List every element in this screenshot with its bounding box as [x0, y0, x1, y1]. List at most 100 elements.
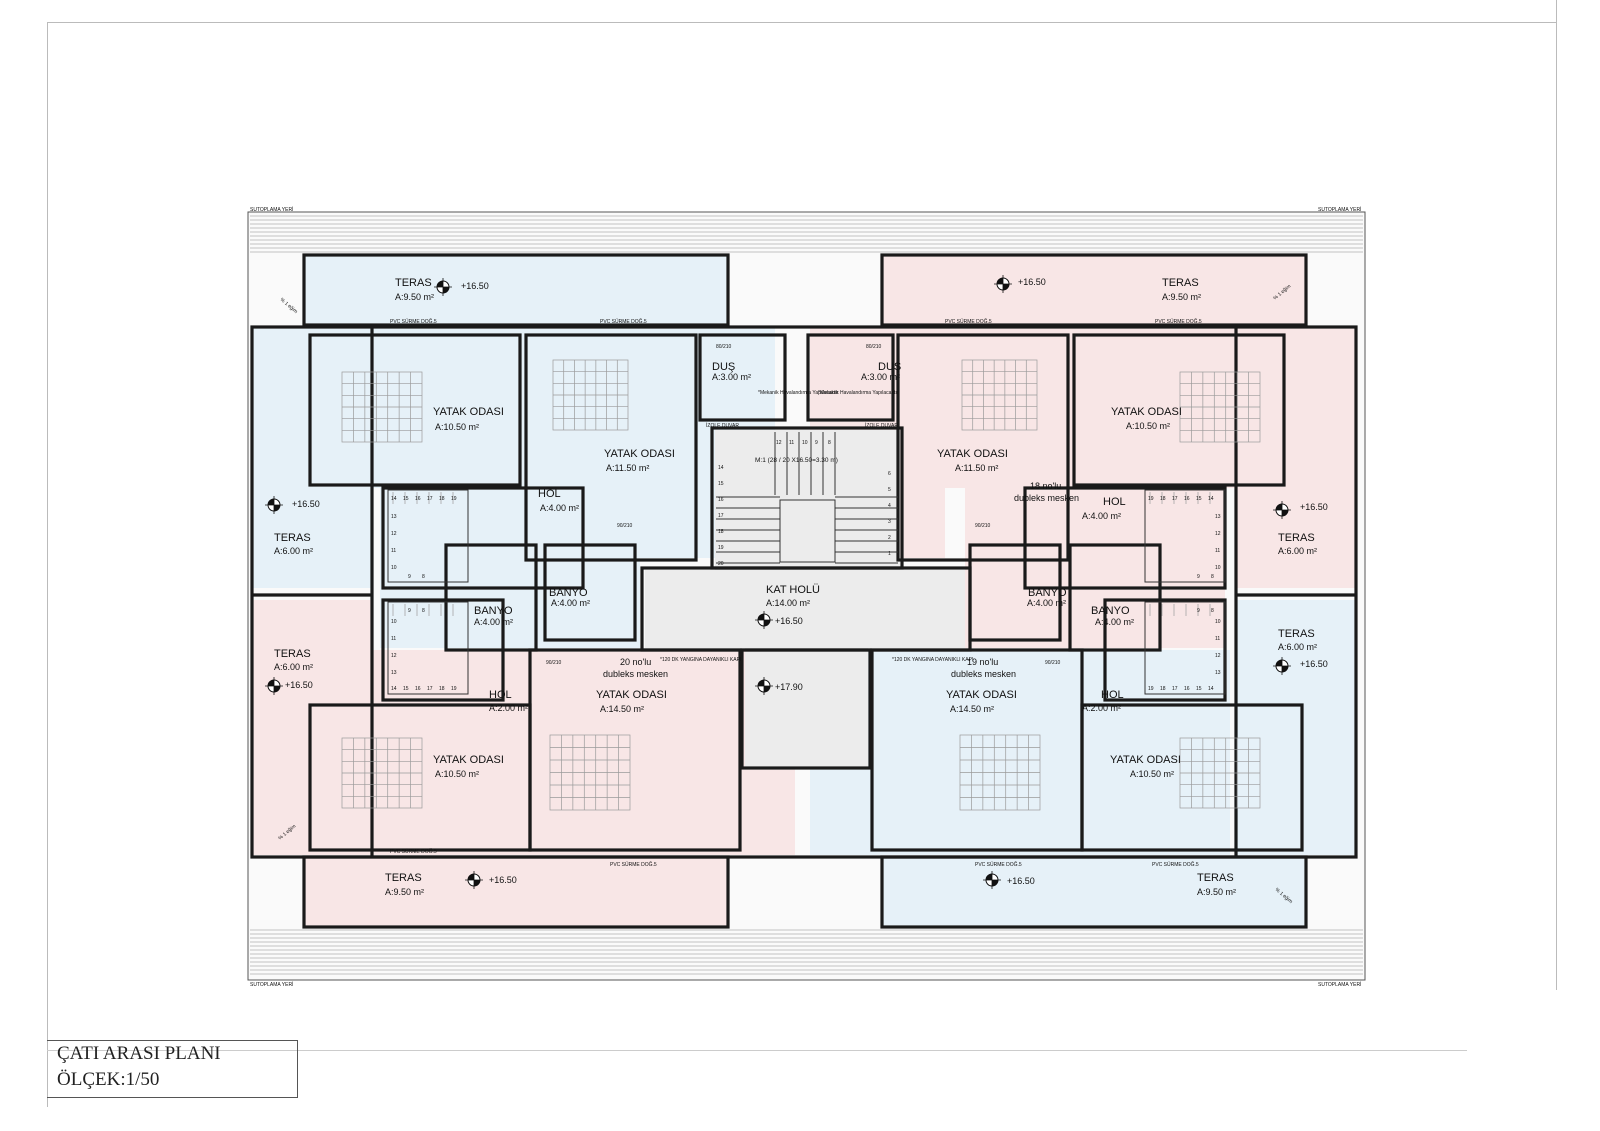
- stair-number-right: 6: [888, 471, 891, 477]
- wall-banyo-l2: [543, 543, 637, 642]
- zone-teras-tr: [883, 256, 1305, 324]
- sheet-border-top: [47, 22, 1557, 23]
- label-teras-ml-elev: +16.50: [292, 499, 320, 509]
- label-teras-mr2-name: TERAS: [1278, 628, 1315, 640]
- unit-stair-number: 13: [1215, 670, 1221, 676]
- collection-label-br: SUTOPLAMA YERİ: [1318, 981, 1361, 988]
- unit-stair-number: 12: [1215, 531, 1221, 537]
- label-yatak-tr-area: A:10.50 m²: [1126, 421, 1170, 431]
- stair-number-left: 19: [718, 545, 724, 551]
- window-bl2: PVC SÜRME DOĞ.5: [610, 861, 657, 868]
- unit-stair-number: 18: [1160, 496, 1166, 502]
- unit-stair-number: 11: [1215, 636, 1220, 642]
- stair-number-left: 14: [718, 465, 724, 471]
- label-dus-l-name: DUŞ: [712, 361, 735, 373]
- label-hol-bl-name: HOL: [489, 689, 512, 701]
- window-tr: PVC SÜRME DOĞ.5: [1155, 318, 1202, 325]
- title-block: ÇATI ARASI PLANI ÖLÇEK:1/50: [47, 1040, 298, 1098]
- label-dus-r-name: DUŞ: [878, 361, 901, 373]
- fire-door-l: *120 DK YANGINA DAYANIKLI KAPI: [660, 657, 741, 663]
- label-yatak-br2-area: A:14.50 m²: [950, 704, 994, 714]
- wall-stair-l: [381, 486, 585, 590]
- label-hol-tr-area: A:4.00 m²: [1082, 511, 1121, 521]
- stair-number-right: 4: [888, 503, 891, 509]
- window-br: PVC SÜRME DOĞ.5: [1152, 861, 1199, 868]
- label-dus-r-area: A:3.00 m²: [861, 372, 900, 382]
- unit-stair-number: 9: [1197, 574, 1200, 580]
- label-yatak-bl2-name: YATAK ODASI: [596, 689, 667, 701]
- unit-stair-number: 17: [1172, 686, 1178, 692]
- window-tl2: PVC SÜRME DOĞ.5: [600, 318, 647, 325]
- label-hol-bl-area: A:2.00 m²: [489, 703, 528, 713]
- walls: [250, 253, 1358, 929]
- sheet-divider: [47, 1050, 1467, 1051]
- label-banyo-r1-name: BANYO: [1028, 587, 1067, 599]
- level-marker-fill: [268, 499, 280, 511]
- label-hol-br-area: A:2.00 m²: [1082, 703, 1121, 713]
- unit-stair-number: 9: [408, 608, 411, 614]
- door-bed-bl2: 90/210: [546, 660, 562, 666]
- unit-stair-number: 16: [1184, 686, 1190, 692]
- unit-stair-number: 8: [1211, 608, 1214, 614]
- stair-number-top: 9: [815, 440, 818, 446]
- zone-blue-bed-top: [305, 328, 695, 488]
- unit-stair-number: 17: [427, 686, 433, 692]
- label-yatak-tl2-area: A:11.50 m²: [606, 463, 649, 473]
- label-yatak-br-name: YATAK ODASI: [1110, 754, 1181, 766]
- label-teras-tl-area: A:9.50 m²: [395, 292, 434, 302]
- label-banyo-r2-area: A:4.00 m²: [1095, 617, 1134, 627]
- unit-stair-number: 11: [391, 548, 396, 554]
- stair-number-top: 11: [789, 440, 794, 446]
- label-teras-mr2-elev: +16.50: [1300, 659, 1328, 669]
- wall-dus-l: [698, 333, 787, 422]
- label-teras-tr-area: A:9.50 m²: [1162, 292, 1201, 302]
- unit-stair-outline: [387, 489, 469, 583]
- door-dus-l: 80/210: [716, 344, 732, 350]
- stair-number-top: 10: [802, 440, 808, 446]
- collection-label-tl: SUTOPLAMA YERİ: [250, 206, 293, 213]
- window-tl: PVC SÜRME DOĞ.5: [390, 318, 437, 325]
- wall-shaft: [740, 648, 872, 770]
- label-yatak-bl-area: A:10.50 m²: [435, 769, 479, 779]
- label-teras-mr-area: A:6.00 m²: [1278, 546, 1317, 556]
- unit-stair-number: 12: [391, 653, 397, 659]
- label-dus-l-area: A:3.00 m²: [712, 372, 751, 382]
- label-shaft-elev: +17.90: [775, 682, 803, 692]
- label-hol-br-name: HOL: [1101, 689, 1124, 701]
- label-yatak-tl-area: A:10.50 m²: [435, 422, 479, 432]
- wall-bed-tl: [308, 333, 522, 487]
- window-br2: PVC SÜRME DOĞ.5: [975, 861, 1022, 868]
- label-teras-bl-name: TERAS: [385, 872, 422, 884]
- sheet-border-right: [1556, 0, 1557, 990]
- level-marker-fill: [468, 874, 480, 886]
- level-markers: [265, 275, 1291, 889]
- door-dus-r: 80/210: [866, 344, 882, 350]
- zone-blue-bed-bottom: [810, 650, 1230, 855]
- wall-bed-tl2: [524, 333, 698, 562]
- unit-stair-number: 11: [1215, 548, 1220, 554]
- unit-stair-outline: [387, 601, 469, 695]
- zone-teras-bl: [305, 858, 727, 926]
- unit-stair-number: 18: [439, 496, 445, 502]
- unit-stair-number: 19: [1148, 686, 1154, 692]
- label-u18-line2: dubleks mesken: [1014, 493, 1079, 503]
- wall-banyo-l1: [444, 543, 538, 652]
- label-u20-line2: dubleks mesken: [603, 669, 668, 679]
- stair-number-left: 17: [718, 513, 724, 519]
- zone-shaft: [745, 648, 868, 768]
- label-kat-holu-area: A:14.00 m²: [766, 598, 810, 608]
- label-yatak-tl-name: YATAK ODASI: [433, 406, 504, 418]
- sheet-border-left: [47, 22, 48, 1107]
- label-yatak-br-area: A:10.50 m²: [1130, 769, 1174, 779]
- unit-stair-number: 16: [415, 686, 421, 692]
- vent-note-r: *Mekanik Havalandırma Yapılacaktır: [818, 390, 899, 396]
- unit-stair-number: 9: [1197, 608, 1200, 614]
- label-teras-tl-elev: +16.50: [461, 281, 489, 291]
- stair-number-right: 2: [888, 535, 891, 541]
- unit-stair-number: 9: [408, 574, 411, 580]
